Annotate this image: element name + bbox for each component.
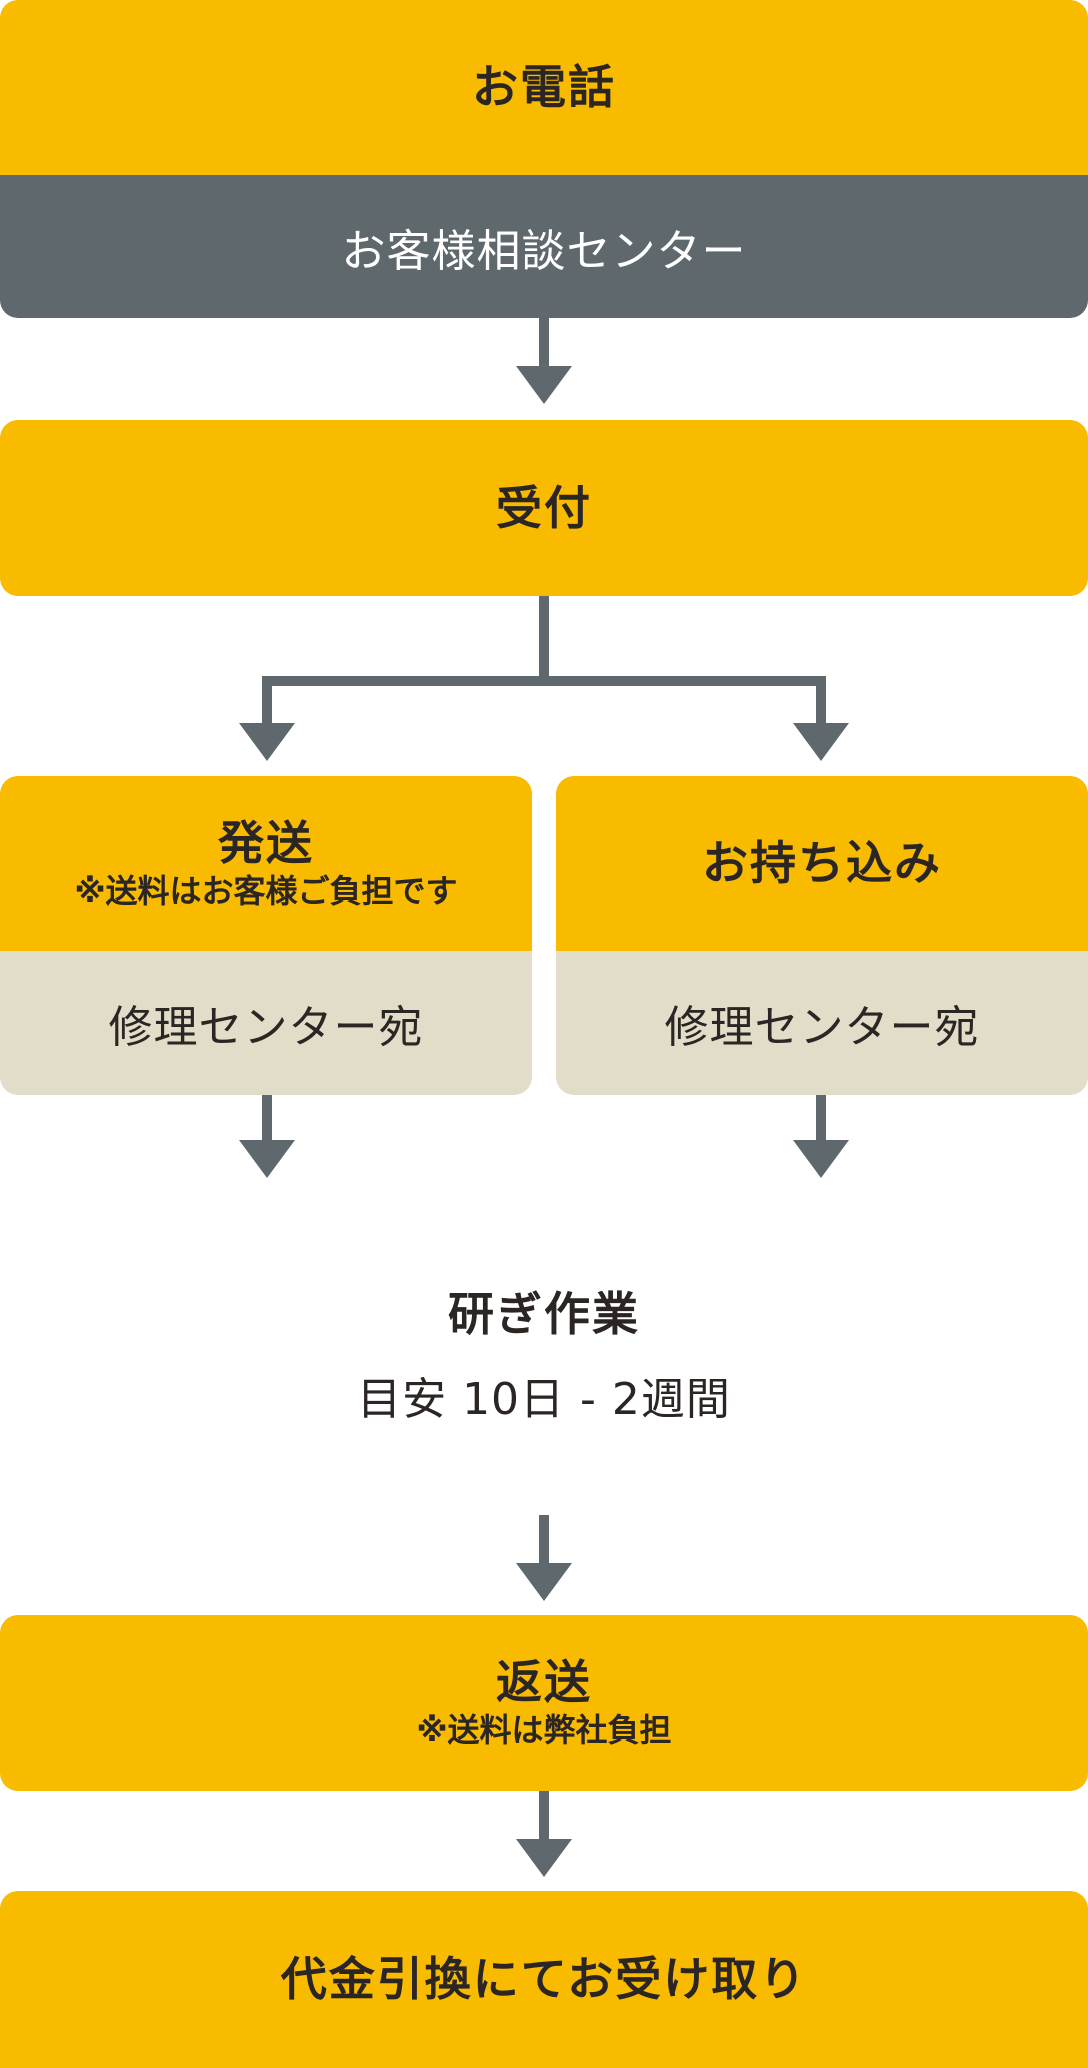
step-sharpening-sub: 目安 10日 - 2週間	[357, 1373, 731, 1425]
arrow-head	[793, 1140, 849, 1178]
step-phone-body: お客様相談センター	[0, 175, 1088, 318]
step-ship-sub: 修理センター宛	[108, 1002, 424, 1053]
step-return: 返送 ※送料は弊社負担	[0, 1615, 1088, 1791]
step-receive-title: 代金引換にてお受け取り	[280, 1952, 808, 2007]
step-bring-header: お持ち込み	[556, 776, 1088, 951]
arrow-head	[239, 1140, 295, 1178]
connector-line	[816, 676, 826, 724]
connector-line	[262, 676, 272, 724]
arrow-head	[516, 366, 572, 404]
arrow-head	[793, 723, 849, 761]
step-phone-header: お電話	[0, 0, 1088, 175]
step-ship-title: 発送	[218, 815, 314, 870]
connector-line	[539, 596, 549, 680]
connector-line	[262, 1095, 272, 1140]
arrow-head	[516, 1839, 572, 1877]
connector-line	[539, 1791, 549, 1839]
step-phone-sub: お客様相談センター	[341, 225, 747, 277]
step-bring-body: 修理センター宛	[556, 951, 1088, 1095]
step-phone: お電話 お客様相談センター	[0, 0, 1088, 318]
step-ship-body: 修理センター宛	[0, 951, 532, 1095]
step-return-title: 返送	[496, 1655, 592, 1710]
step-reception: 受付	[0, 420, 1088, 596]
step-receive: 代金引換にてお受け取り	[0, 1891, 1088, 2068]
connector-line	[816, 1095, 826, 1140]
connector-line	[262, 676, 826, 686]
step-reception-title: 受付	[496, 480, 592, 535]
connector-line	[539, 318, 549, 366]
step-return-note: ※送料は弊社負担	[416, 1711, 672, 1750]
step-sharpening: 研ぎ作業 目安 10日 - 2週間	[0, 1288, 1088, 1427]
connector-line	[539, 1515, 549, 1563]
step-bring: お持ち込み 修理センター宛	[556, 776, 1088, 1095]
step-ship-note: ※送料はお客様ご負担です	[74, 871, 458, 910]
arrow-head	[239, 723, 295, 761]
step-bring-title: お持ち込み	[702, 836, 942, 891]
step-bring-sub: 修理センター宛	[664, 1002, 980, 1053]
arrow-head	[516, 1563, 572, 1601]
step-ship-header: 発送 ※送料はお客様ご負担です	[0, 776, 532, 951]
step-ship: 発送 ※送料はお客様ご負担です 修理センター宛	[0, 776, 532, 1095]
step-sharpening-title: 研ぎ作業	[448, 1287, 640, 1341]
step-phone-title: お電話	[472, 60, 616, 115]
